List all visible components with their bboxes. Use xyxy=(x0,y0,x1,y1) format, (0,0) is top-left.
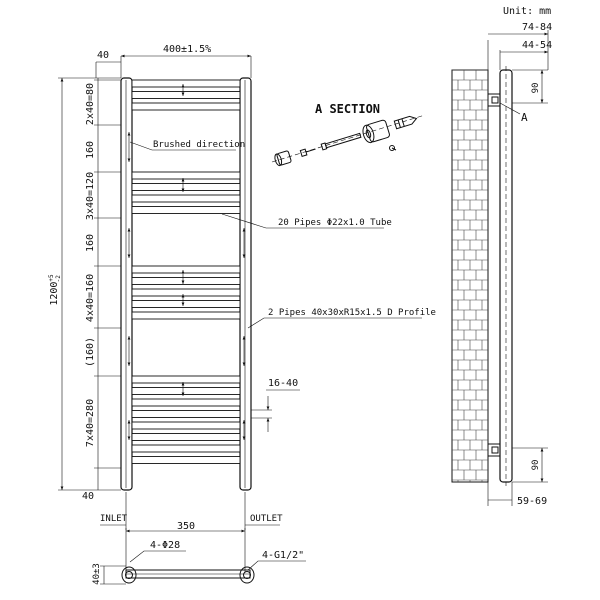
horizontal-bar xyxy=(131,433,241,441)
brushed-arrows xyxy=(127,84,246,440)
horizontal-bar xyxy=(131,387,241,395)
horizontal-bar xyxy=(131,288,241,297)
side-bracket-top-dim: 90 xyxy=(531,83,541,94)
bottom-bracket xyxy=(487,443,501,457)
pipes-label: 20 Pipes Φ22x1.0 Tube xyxy=(278,218,392,228)
profile-label: 2 Pipes 40x30xR15x1.5 D Profile xyxy=(268,308,436,318)
leader-brushed xyxy=(129,141,236,151)
segment-label: (160) xyxy=(85,337,96,367)
side-dim-top-1: 74-84 xyxy=(522,22,552,33)
horizontal-bar xyxy=(131,410,241,418)
horizontal-bar xyxy=(131,421,241,430)
dim-height: 1200+5-2 xyxy=(48,274,62,306)
screw-part xyxy=(299,148,316,157)
horizontal-bar xyxy=(131,183,241,191)
side-bracket-bottom-dim: 90 xyxy=(531,460,541,471)
segment-ticks xyxy=(94,79,121,469)
horizontal-bar xyxy=(131,265,241,274)
horizontal-bar xyxy=(131,311,241,320)
dim-bottom-side: 40 xyxy=(82,491,94,502)
horizontal-bar xyxy=(131,206,241,214)
top-bracket xyxy=(487,93,501,107)
side-dim-bottom: 59-69 xyxy=(517,496,547,507)
leader-pipes xyxy=(221,213,384,229)
inlet-port xyxy=(121,566,137,584)
brushed-direction-label: Brushed direction xyxy=(153,140,245,150)
horizontal-bar xyxy=(131,79,241,88)
segment-label: 3x40=120 xyxy=(85,172,96,220)
horizontal-bar xyxy=(131,102,241,111)
horizontal-bar xyxy=(131,277,241,285)
horizontal-bar xyxy=(131,91,241,99)
leader-profile xyxy=(247,317,422,329)
horizontal-bar xyxy=(131,300,241,308)
section-marker: A xyxy=(521,111,528,124)
small-screw-part xyxy=(389,145,397,151)
segment-label: 7x40=280 xyxy=(85,399,96,447)
horizontal-bar xyxy=(131,171,241,180)
dim-top-width: 400±1.5% xyxy=(163,44,211,55)
side-dim-top-2: 44-54 xyxy=(522,40,552,51)
gap-label: 16-40 xyxy=(268,378,298,389)
section-title: A SECTION xyxy=(315,102,380,116)
segment-label: 4x40=160 xyxy=(85,274,96,322)
outlet-label: OUTLET xyxy=(250,514,283,524)
end-cap-part xyxy=(274,150,292,167)
horizontal-bar xyxy=(131,444,241,453)
bottom-width: 350 xyxy=(177,521,195,532)
units-label: Unit: mm xyxy=(503,6,551,17)
bottom-holes: 4-Φ28 xyxy=(150,540,180,551)
horizontal-bar xyxy=(131,375,241,384)
segment-label: 2x40=80 xyxy=(85,83,96,125)
horizontal-bar xyxy=(131,398,241,407)
bottom-depth: 40±3 xyxy=(92,563,102,585)
inlet-label: INLET xyxy=(100,514,128,524)
brick-wall xyxy=(451,69,489,483)
horizontal-bar xyxy=(131,194,241,203)
front-view: 40 400±1.5% 2x40=80 160 3x40=120 160 4x4… xyxy=(48,44,436,530)
segment-label: 160 xyxy=(85,234,96,252)
left-rail xyxy=(120,77,133,491)
wall-plug-part xyxy=(393,115,418,130)
dim-top-side: 40 xyxy=(97,50,109,61)
a-section: A SECTION xyxy=(271,102,426,167)
bottom-thread: 4-G1/2" xyxy=(262,550,304,561)
outlet-port xyxy=(239,566,255,584)
horizontal-bar xyxy=(131,456,241,464)
side-view: 74-84 44-54 A 90 90 xyxy=(451,22,552,507)
bracket-part xyxy=(362,119,390,144)
horizontal-bars xyxy=(131,79,241,464)
segment-label: 160 xyxy=(85,141,96,159)
bottom-view: 350 4-Φ28 4-G1/2" 40±3 xyxy=(92,521,306,585)
long-screw-part xyxy=(320,132,362,151)
